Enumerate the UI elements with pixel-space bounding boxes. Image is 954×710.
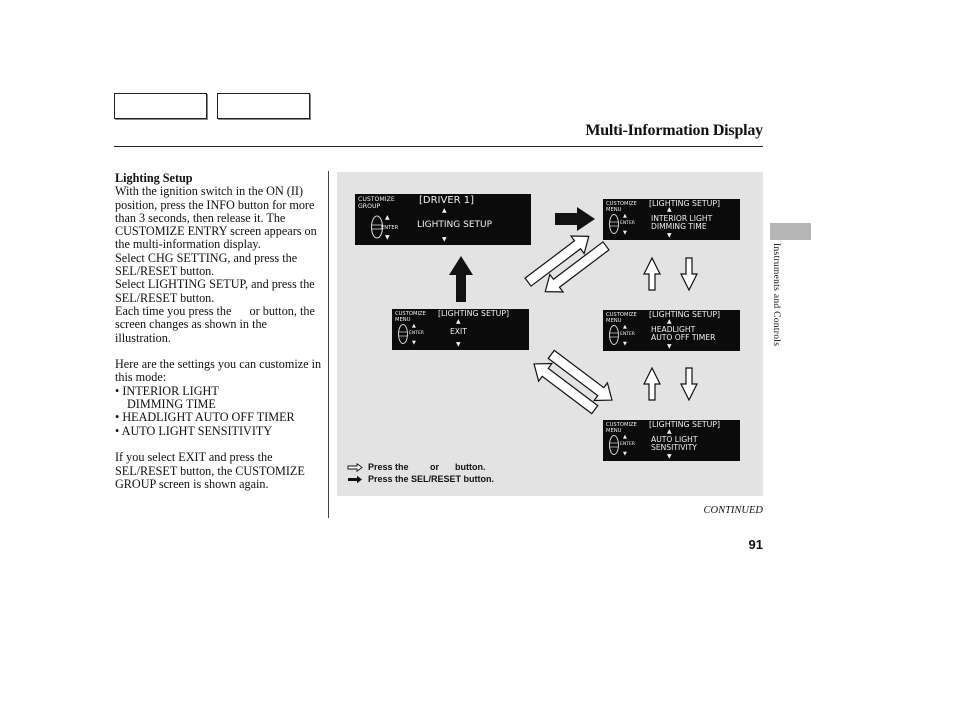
up-arrow-icon: ▲ bbox=[456, 318, 461, 325]
up-arrow-icon: ▲ bbox=[623, 213, 627, 219]
up-outline-arrow-icon bbox=[643, 256, 661, 291]
down-arrow-icon: ▼ bbox=[623, 341, 627, 347]
down-arrow-icon: ▼ bbox=[667, 232, 672, 239]
up-outline-arrow-icon bbox=[643, 366, 661, 401]
bullet-item: • HEADLIGHT AUTO OFF TIMER bbox=[115, 410, 295, 425]
down-arrow-icon: ▼ bbox=[456, 341, 461, 348]
outline-arrow-icon bbox=[347, 463, 363, 472]
paragraph: Each time you press the or button, the s… bbox=[115, 303, 325, 345]
down-arrow-icon: ▼ bbox=[623, 230, 627, 236]
bullet-item: • AUTO LIGHT SENSITIVITY bbox=[115, 423, 273, 438]
display-screen-driver: CUSTOMIZE GROUP ▲ ENTER ▼ [DRIVER 1] ▲ L… bbox=[355, 194, 531, 245]
up-arrow-icon: ▲ bbox=[623, 434, 627, 440]
selector-knob-icon bbox=[609, 435, 619, 455]
up-arrow-icon: ▲ bbox=[667, 428, 672, 435]
paragraph: Select CHG SETTING, and press the SEL/RE… bbox=[115, 250, 298, 279]
up-arrow-icon: ▲ bbox=[667, 318, 672, 325]
section-heading: Lighting Setup bbox=[115, 171, 193, 185]
selector-knob-icon bbox=[398, 324, 408, 344]
paragraph-part: Each time you press the bbox=[115, 303, 232, 318]
display-screen-exit: CUSTOMIZE MENU ▲ ENTER ▼ [LIGHTING SETUP… bbox=[392, 309, 529, 350]
solid-arrow-icon bbox=[348, 475, 362, 483]
down-arrow-icon: ▼ bbox=[623, 451, 627, 457]
paragraph-part: or bbox=[249, 303, 260, 318]
continued-note: CONTINUED bbox=[703, 505, 763, 516]
down-left-outline-arrow-icon bbox=[544, 241, 610, 293]
down-arrow-icon: ▼ bbox=[667, 453, 672, 460]
page-title: Multi-Information Display bbox=[585, 122, 763, 139]
down-arrow-icon: ▼ bbox=[412, 340, 416, 346]
display-screen-interior-light: CUSTOMIZE MENU ▲ ENTER ▼ [LIGHTING SETUP… bbox=[603, 199, 740, 240]
paragraph: With the ignition switch in the ON (II) … bbox=[115, 184, 317, 252]
column-divider bbox=[328, 171, 329, 518]
up-arrow-icon: ▲ bbox=[442, 207, 447, 214]
page-number: 91 bbox=[748, 537, 763, 552]
down-right-outline-arrow-icon bbox=[547, 349, 613, 402]
up-right-outline-arrow-icon bbox=[524, 235, 590, 287]
section-tab-box bbox=[114, 93, 207, 119]
display-flow-diagram: CUSTOMIZE GROUP ▲ ENTER ▼ [DRIVER 1] ▲ L… bbox=[337, 172, 763, 496]
diagonal-outline-arrows-lower bbox=[533, 349, 613, 415]
down-arrow-icon: ▼ bbox=[442, 236, 447, 243]
down-outline-arrow-icon bbox=[680, 257, 698, 292]
section-tab-box bbox=[217, 93, 310, 119]
up-left-outline-arrow-icon bbox=[533, 362, 599, 415]
paragraph: Here are the settings you can customize … bbox=[115, 357, 322, 385]
diagonal-outline-arrows-upper bbox=[524, 235, 610, 293]
flow-arrows bbox=[449, 207, 698, 415]
display-screen-auto-light: CUSTOMIZE MENU ▲ ENTER ▼ [LIGHTING SETUP… bbox=[603, 420, 740, 461]
text-column: Lighting Setup With the ignition switch … bbox=[115, 171, 325, 491]
selector-knob-icon bbox=[371, 215, 383, 239]
right-solid-arrow-icon bbox=[555, 207, 595, 231]
selector-knob-icon bbox=[609, 214, 619, 234]
chapter-label: Instruments and Controls bbox=[771, 243, 781, 347]
up-arrow-icon: ▲ bbox=[412, 323, 416, 329]
up-arrow-icon: ▲ bbox=[623, 324, 627, 330]
up-arrow-icon: ▲ bbox=[667, 206, 672, 213]
down-arrow-icon: ▼ bbox=[385, 234, 390, 241]
title-rule bbox=[114, 146, 763, 147]
paragraph-part: button, the screen changes as shown in t… bbox=[115, 303, 315, 345]
paragraph: Select LIGHTING SETUP, and press the SEL… bbox=[115, 277, 315, 305]
selector-knob-icon bbox=[609, 325, 619, 345]
up-solid-arrow-icon bbox=[449, 256, 473, 302]
down-outline-arrow-icon bbox=[680, 367, 698, 402]
display-screen-headlight: CUSTOMIZE MENU ▲ ENTER ▼ [LIGHTING SETUP… bbox=[603, 310, 740, 351]
paragraph: If you select EXIT and press the SEL/RES… bbox=[115, 450, 305, 491]
down-arrow-icon: ▼ bbox=[667, 343, 672, 350]
chapter-tab bbox=[770, 223, 811, 240]
up-arrow-icon: ▲ bbox=[385, 214, 390, 221]
